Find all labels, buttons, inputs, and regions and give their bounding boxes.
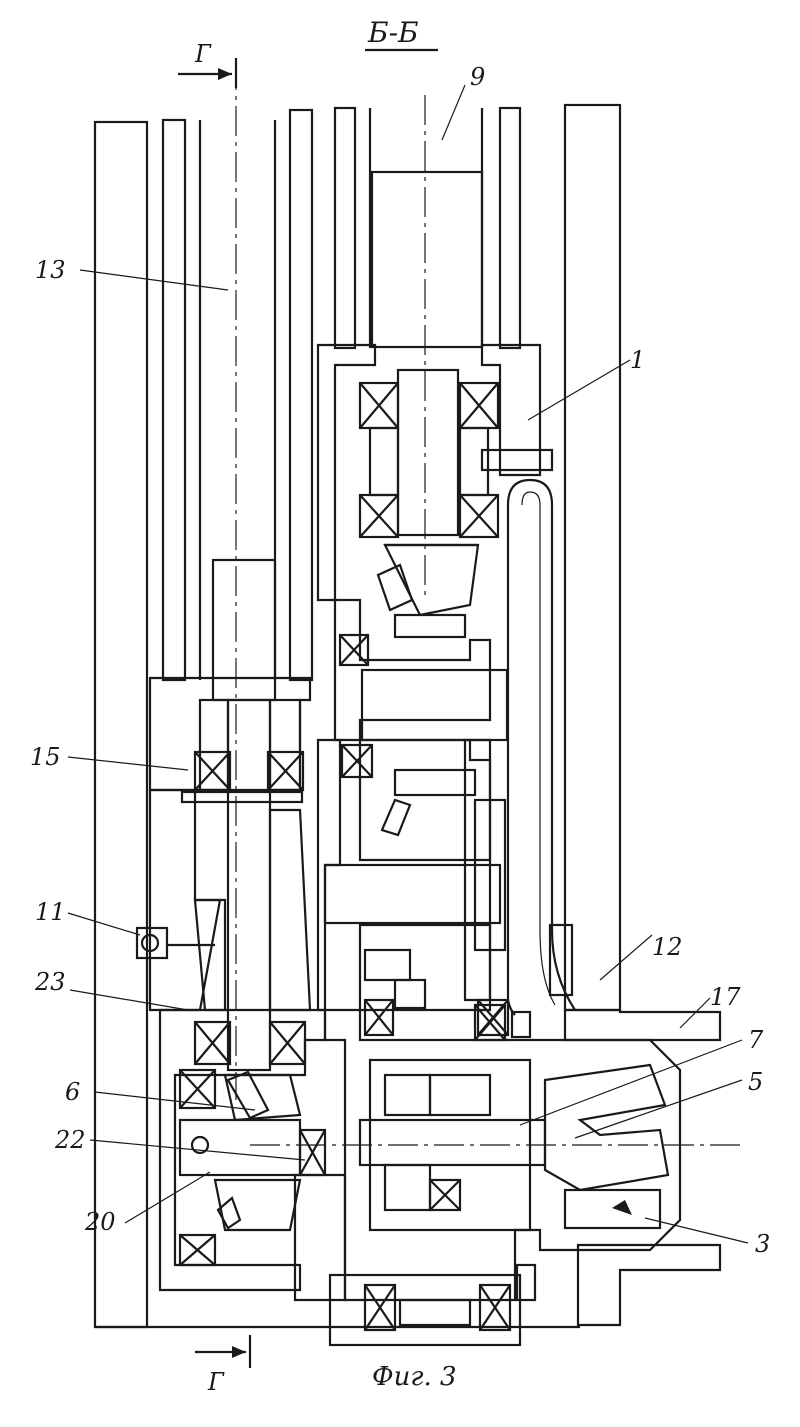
left-tube-assembly [137,110,312,1070]
outer-housing [95,105,720,1327]
cut-marker-bottom-label: Г [207,1368,225,1396]
label-23: 23 [34,968,66,996]
label-1: 1 [630,346,645,374]
label-20: 20 [84,1208,116,1236]
label-22: 22 [54,1126,86,1154]
label-15: 15 [30,743,61,771]
cut-marker-bottom: Г [195,1335,250,1396]
label-7: 7 [748,1026,764,1054]
center-tube-assembly [318,108,552,1035]
label-12: 12 [652,933,683,961]
label-17: 17 [710,983,741,1011]
label-3: 3 [755,1230,770,1258]
lower-right-gearbox [325,1005,680,1345]
cut-marker-top-label: Г [194,40,212,68]
cut-marker-top: Г [178,40,236,88]
label-9: 9 [470,63,485,91]
label-11: 11 [35,898,66,926]
label-13: 13 [35,256,66,284]
leader-lines [68,85,748,1243]
figure-caption: Фиг. 3 [372,1362,457,1392]
section-title: Б-Б [367,16,419,49]
label-5: 5 [748,1068,763,1096]
label-6: 6 [65,1078,80,1106]
